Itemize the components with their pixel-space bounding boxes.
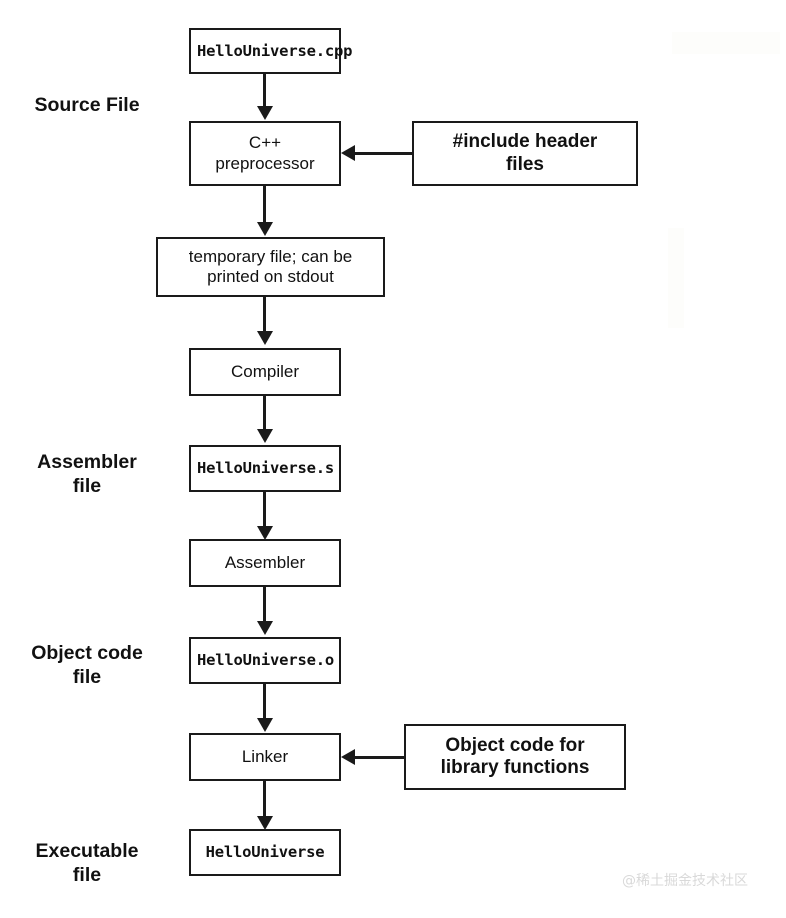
node-temporary-file[interactable]: temporary file; can be printed on stdout	[156, 237, 385, 297]
arrowhead-linker-to-executable	[257, 816, 273, 830]
connector-assembler-to-object-file	[263, 587, 266, 625]
node-preprocessor[interactable]: C++ preprocessor	[189, 121, 341, 186]
connector-source-to-preprocessor	[263, 74, 266, 110]
node-object-file-label: HelloUniverse.o	[197, 651, 334, 670]
connector-temp-file-to-compiler	[263, 297, 266, 335]
stage-label-executable-file: Executable file	[35, 840, 139, 887]
arrowhead-library-to-linker	[341, 749, 355, 765]
connector-library-to-linker	[355, 756, 406, 759]
node-assembly-file[interactable]: HelloUniverse.s	[189, 445, 341, 492]
node-assembler-label: Assembler	[224, 552, 306, 572]
node-compiler-label: Compiler	[230, 361, 300, 381]
node-preprocessor-label: C++ preprocessor	[215, 133, 315, 173]
background-artifact-top-right	[672, 32, 780, 54]
arrowhead-compiler-to-assembly-file	[257, 429, 273, 443]
arrowhead-source-to-preprocessor	[257, 106, 273, 120]
node-object-file[interactable]: HelloUniverse.o	[189, 637, 341, 684]
arrowhead-assembler-to-object-file	[257, 621, 273, 635]
node-library-object-code[interactable]: Object code for library functions	[404, 724, 626, 790]
connector-assembly-file-to-assembler	[263, 492, 266, 530]
stage-label-assembler-file: Assembler file	[37, 451, 137, 498]
node-linker[interactable]: Linker	[189, 733, 341, 781]
background-artifact-right	[668, 228, 684, 328]
node-assembler[interactable]: Assembler	[189, 539, 341, 587]
connector-compiler-to-assembly-file	[263, 396, 266, 433]
node-linker-label: Linker	[241, 746, 289, 766]
stage-label-object-code-file: Object code file	[31, 642, 143, 689]
connector-include-to-preprocessor	[355, 152, 414, 155]
node-assembly-file-label: HelloUniverse.s	[197, 459, 334, 478]
arrowhead-temp-file-to-compiler	[257, 331, 273, 345]
watermark: @稀土掘金技术社区	[622, 873, 748, 889]
node-executable-file[interactable]: HelloUniverse	[189, 829, 341, 876]
arrowhead-include-to-preprocessor	[341, 145, 355, 161]
connector-linker-to-executable	[263, 781, 266, 820]
node-compiler[interactable]: Compiler	[189, 348, 341, 396]
stage-label-source-file: Source File	[34, 94, 140, 116]
node-library-object-code-label: Object code for library functions	[440, 734, 590, 778]
node-include-header-files[interactable]: #include header files	[412, 121, 638, 186]
node-temporary-file-label: temporary file; can be printed on stdout	[188, 246, 353, 286]
node-include-header-files-label: #include header files	[452, 131, 598, 175]
arrowhead-object-file-to-linker	[257, 718, 273, 732]
node-executable-file-label: HelloUniverse	[205, 843, 325, 862]
node-source-file-label: HelloUniverse.cpp	[197, 41, 353, 60]
connector-preprocessor-to-temp-file	[263, 186, 266, 226]
arrowhead-assembly-file-to-assembler	[257, 526, 273, 540]
connector-object-file-to-linker	[263, 684, 266, 722]
node-source-file[interactable]: HelloUniverse.cpp	[189, 28, 353, 74]
arrowhead-preprocessor-to-temp-file	[257, 222, 273, 236]
